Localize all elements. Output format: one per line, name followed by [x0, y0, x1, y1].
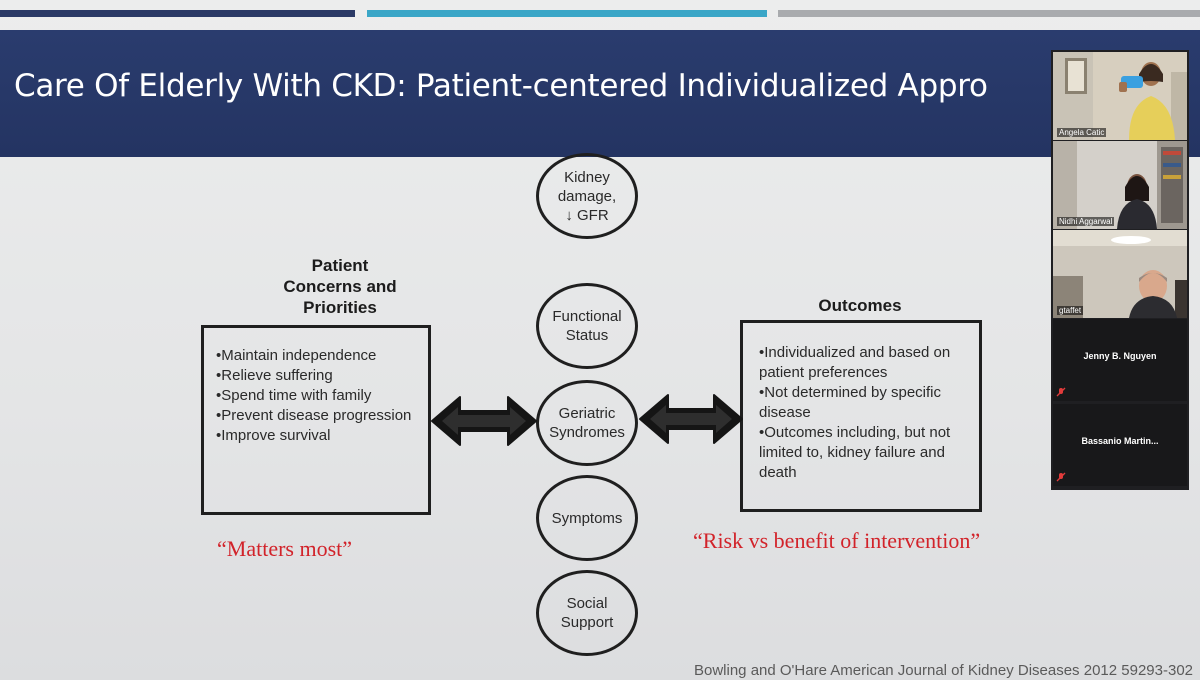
list-item: Individualized and based on patient pref…	[759, 343, 971, 383]
outcomes-header: Outcomes	[818, 296, 902, 315]
muted-mic-icon	[1056, 472, 1066, 482]
left-header-line: Priorities	[303, 298, 377, 317]
citation: Bowling and O'Hare American Journal of K…	[694, 662, 1193, 679]
list-item: Not determined by specific disease	[759, 383, 971, 423]
outcomes-box: Individualized and based on patient pref…	[740, 320, 982, 512]
circle-geriatric-syndromes: Geriatric Syndromes	[536, 380, 638, 466]
title-band	[0, 30, 1200, 157]
double-arrow-left	[431, 396, 537, 446]
participant-name: Bassanio Martin...	[1081, 436, 1159, 446]
participant-tile[interactable]: Jenny B. Nguyen	[1053, 319, 1187, 401]
circle-kidney-damage: Kidney damage, ↓ GFR	[536, 153, 638, 239]
participant-name: Nidhi Aggarwal	[1057, 217, 1115, 226]
participant-tile[interactable]: gtaffet	[1053, 230, 1187, 318]
participant-video-icon	[1053, 230, 1187, 318]
double-arrow-right	[639, 394, 743, 444]
participant-tile[interactable]: Bassanio Martin...	[1053, 404, 1187, 486]
accent-bar-gray	[778, 10, 1200, 17]
circle-functional-status: Functional Status	[536, 283, 638, 369]
participant-tile[interactable]: Nidhi Aggarwal	[1053, 141, 1187, 229]
list-item: Prevent disease progression	[216, 406, 420, 426]
participants-panel[interactable]: Angela Catic Nidhi Aggarwal	[1051, 50, 1189, 490]
participant-name: Angela Catic	[1057, 128, 1107, 137]
list-item: Maintain independence	[216, 346, 420, 366]
list-item: Outcomes including, but not limited to, …	[759, 423, 971, 483]
quote-matters-most: “Matters most”	[217, 536, 353, 561]
left-header-line: Patient	[311, 256, 369, 275]
participant-tile[interactable]: Angela Catic	[1053, 52, 1187, 140]
list-item: Relieve suffering	[216, 366, 420, 386]
participant-name: Jenny B. Nguyen	[1083, 351, 1157, 361]
accent-bar-navy	[0, 10, 355, 17]
participant-video-icon	[1053, 141, 1187, 229]
accent-bar-teal	[367, 10, 767, 17]
participant-video-icon	[1053, 52, 1187, 140]
list-item: Improve survival	[216, 426, 420, 446]
left-header: Patient Concerns and Priorities	[250, 255, 430, 318]
circle-social-support: Social Support	[536, 570, 638, 656]
priorities-list: Maintain independence Relieve suffering …	[216, 346, 420, 446]
quote-risk-benefit: “Risk vs benefit of intervention”	[693, 528, 981, 553]
left-header-line: Concerns and	[283, 277, 397, 296]
list-item: Spend time with family	[216, 386, 420, 406]
participant-name: gtaffet	[1057, 306, 1084, 315]
circle-symptoms: Symptoms	[536, 475, 638, 561]
muted-mic-icon	[1056, 387, 1066, 397]
slide-title: Care Of Elderly With CKD: Patient-center…	[14, 68, 988, 104]
patient-priorities-box: Maintain independence Relieve suffering …	[201, 325, 431, 515]
outcomes-list: Individualized and based on patient pref…	[759, 343, 971, 483]
